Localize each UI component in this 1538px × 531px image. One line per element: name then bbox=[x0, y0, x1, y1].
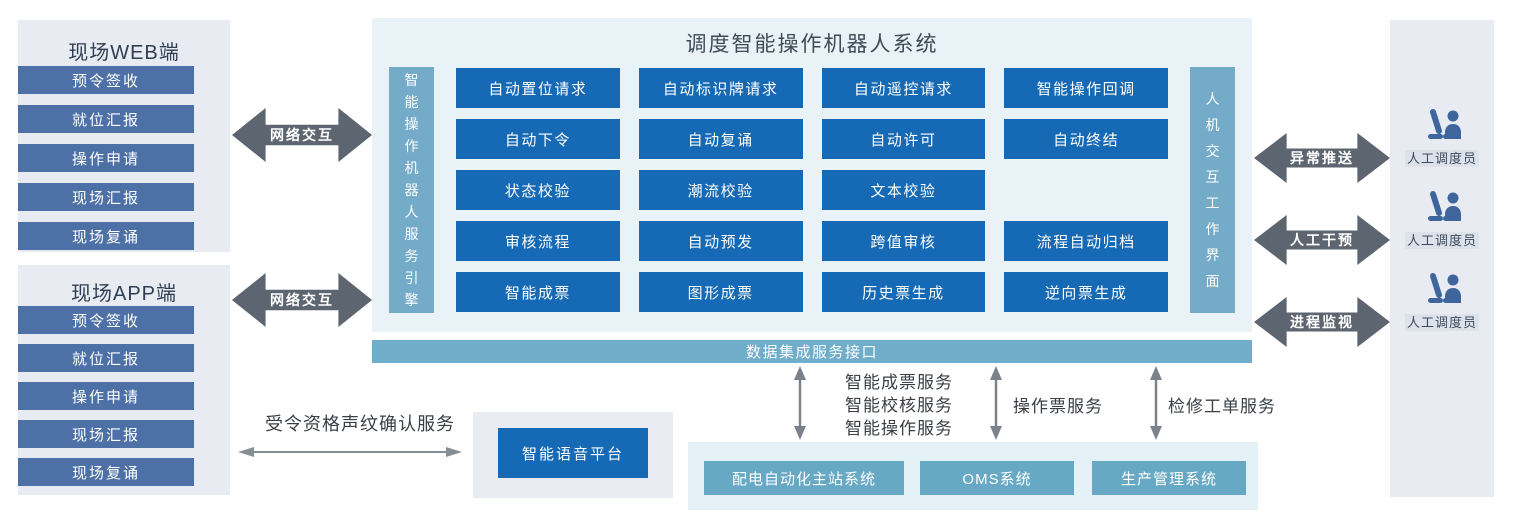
maintenance-order-service-label: 检修工单服务 bbox=[1168, 397, 1276, 416]
web-item-report: 就位汇报 bbox=[18, 105, 194, 133]
network-arrow-web-label: 网络交互 bbox=[270, 127, 334, 143]
smart-check-service-label: 智能校核服务 bbox=[845, 396, 953, 415]
system-distribution-automation: 配电自动化主站系统 bbox=[704, 461, 904, 495]
system-oms: OMS系统 bbox=[920, 461, 1074, 495]
dispatcher-label-1: 人工调度员 bbox=[1404, 150, 1479, 167]
web-item-sign: 预令签收 bbox=[18, 66, 194, 94]
data-bus-label: 数据集成服务接口 bbox=[745, 344, 878, 361]
web-panel-title: 现场WEB端 bbox=[68, 42, 180, 64]
system-production-management: 生产管理系统 bbox=[1092, 461, 1246, 495]
web-panel: 现场WEB端 bbox=[18, 20, 230, 252]
app-item-report: 就位汇报 bbox=[18, 344, 194, 372]
module-auto-finish: 自动终结 bbox=[1004, 119, 1168, 159]
manual-intervention-label: 人工干预 bbox=[1290, 232, 1354, 248]
module-text-check: 文本校验 bbox=[821, 170, 986, 210]
module-auto-archive: 流程自动归档 bbox=[1004, 221, 1168, 261]
module-auto-permit: 自动许可 bbox=[821, 119, 986, 159]
ticket-services-arrow bbox=[794, 366, 806, 440]
module-graphic-ticket: 图形成票 bbox=[638, 272, 803, 312]
module-state-check: 状态校验 bbox=[456, 170, 620, 210]
module-smart-op-callback: 智能操作回调 bbox=[1004, 68, 1168, 108]
module-auto-preissue: 自动预发 bbox=[638, 221, 803, 261]
app-item-repeat: 现场复诵 bbox=[18, 458, 194, 486]
app-panel-title: 现场APP端 bbox=[70, 283, 178, 305]
abnormal-push-label: 异常推送 bbox=[1290, 150, 1354, 166]
network-arrow-web: 网络交互 bbox=[232, 108, 372, 162]
engine-bar: 智能操作机器人服务引擎 bbox=[389, 67, 434, 313]
operation-ticket-arrow bbox=[990, 366, 1002, 440]
data-bus-bar: 数据集成服务接口 bbox=[372, 340, 1252, 363]
module-history-ticket: 历史票生成 bbox=[821, 272, 986, 312]
module-auto-repeat: 自动复诵 bbox=[638, 119, 803, 159]
engine-bar-label: 智能操作机器人服务引擎 bbox=[404, 72, 419, 308]
abnormal-push-arrow: 异常推送 bbox=[1254, 133, 1390, 183]
network-arrow-app-label: 网络交互 bbox=[270, 292, 334, 308]
app-item-apply: 操作申请 bbox=[18, 382, 194, 410]
dispatcher-icon bbox=[1428, 273, 1461, 303]
process-monitor-arrow: 进程监视 bbox=[1254, 297, 1390, 347]
module-auto-set-request: 自动置位请求 bbox=[456, 68, 620, 108]
smart-ticket-service-label: 智能成票服务 bbox=[845, 373, 953, 392]
module-reverse-ticket: 逆向票生成 bbox=[1004, 272, 1168, 312]
app-item-sign: 预令签收 bbox=[18, 306, 194, 334]
app-panel: 现场APP端 bbox=[18, 265, 230, 495]
process-monitor-label: 进程监视 bbox=[1290, 314, 1354, 330]
dispatcher-icon bbox=[1428, 191, 1461, 221]
module-grid: 自动置位请求 自动标识牌请求 自动遥控请求 智能操作回调 自动下令 自动复诵 自… bbox=[456, 68, 1168, 313]
operation-ticket-service-label: 操作票服务 bbox=[1013, 397, 1103, 416]
voiceprint-double-arrow bbox=[238, 447, 462, 457]
voice-platform-button: 智能语音平台 bbox=[498, 428, 648, 478]
smart-operate-service-label: 智能操作服务 bbox=[845, 419, 953, 438]
web-item-site: 现场汇报 bbox=[18, 183, 194, 211]
main-system-title: 调度智能操作机器人系统 bbox=[685, 33, 939, 56]
module-cross-shift-review: 跨值审核 bbox=[821, 221, 986, 261]
voiceprint-service-label: 受令资格声纹确认服务 bbox=[265, 414, 455, 434]
module-auto-tag-request: 自动标识牌请求 bbox=[638, 68, 803, 108]
hmi-bar: 人机交互工作界面 bbox=[1190, 67, 1235, 313]
dispatcher-label-2: 人工调度员 bbox=[1404, 232, 1479, 249]
dispatcher-icon bbox=[1428, 109, 1461, 139]
web-item-apply: 操作申请 bbox=[18, 144, 194, 172]
module-auto-order: 自动下令 bbox=[456, 119, 620, 159]
maintenance-order-arrow bbox=[1150, 366, 1162, 440]
module-review-flow: 审核流程 bbox=[456, 221, 620, 261]
dispatcher-label-3: 人工调度员 bbox=[1404, 314, 1479, 331]
module-smart-ticket: 智能成票 bbox=[456, 272, 620, 312]
dispatcher-panel bbox=[1390, 20, 1494, 497]
module-auto-remote-request: 自动遥控请求 bbox=[821, 68, 986, 108]
manual-intervention-arrow: 人工干预 bbox=[1254, 215, 1390, 265]
network-arrow-app: 网络交互 bbox=[232, 273, 372, 327]
hmi-bar-label: 人机交互工作界面 bbox=[1205, 91, 1220, 289]
web-item-repeat: 现场复诵 bbox=[18, 222, 194, 250]
module-powerflow-check: 潮流校验 bbox=[638, 170, 803, 210]
app-item-site: 现场汇报 bbox=[18, 420, 194, 448]
